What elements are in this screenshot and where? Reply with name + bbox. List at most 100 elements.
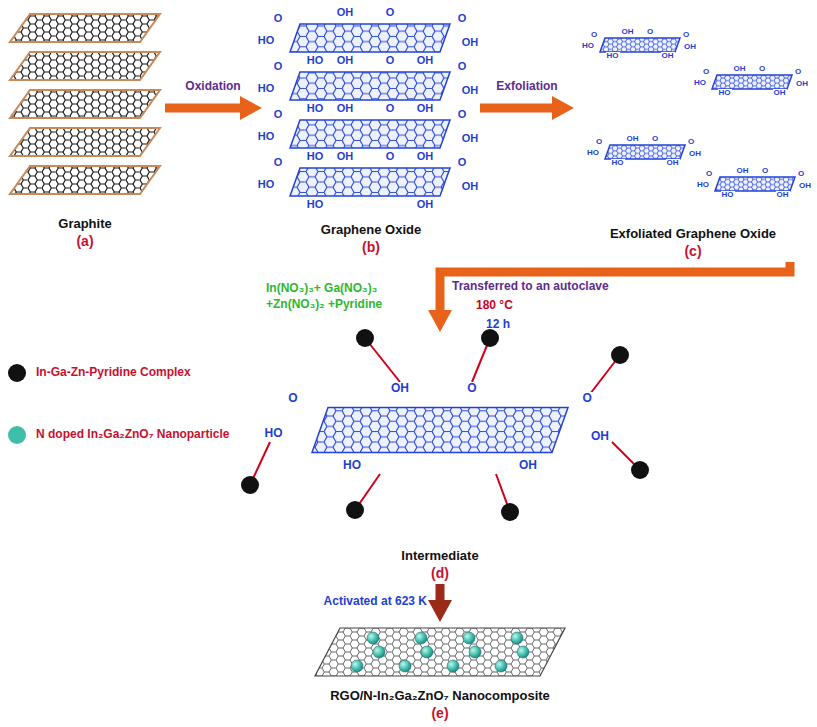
complex-dot xyxy=(241,476,259,494)
rgo-sheet xyxy=(315,628,565,676)
stage-letter: (e) xyxy=(431,705,448,723)
functional-group: OH xyxy=(416,55,435,66)
complex-dot xyxy=(481,329,499,347)
stage-letter: (a) xyxy=(76,233,93,251)
functional-group: O xyxy=(797,170,805,178)
nanoparticle xyxy=(495,660,507,672)
functional-group: OH xyxy=(461,85,480,96)
graphite-sheet xyxy=(10,166,160,194)
stage-letter: (b) xyxy=(362,239,380,257)
legend-entry: N doped In₂Ga₂ZnO₇ Nanoparticle xyxy=(8,426,241,444)
functional-group: HO xyxy=(611,159,625,167)
graphene-oxide-sheet xyxy=(290,24,450,52)
functional-group: O xyxy=(646,28,654,36)
functional-group: HO xyxy=(586,149,600,157)
functional-group: O xyxy=(651,135,659,143)
stage-panel: Intermediate(d) xyxy=(265,332,615,584)
hexagon-lattice xyxy=(600,38,680,52)
stage-name: Graphene Oxide xyxy=(321,222,421,238)
functional-group: OH xyxy=(390,382,410,394)
graphite-sheet xyxy=(10,90,160,118)
functional-group: O xyxy=(457,157,468,168)
functional-group: OH xyxy=(336,151,355,162)
functional-group: OH xyxy=(518,459,538,471)
functional-group: HO xyxy=(306,103,325,114)
nanoparticle xyxy=(463,632,475,644)
functional-group: OH xyxy=(621,28,635,36)
complex-dot xyxy=(356,329,374,347)
process-arrow xyxy=(480,104,552,113)
stage-panel: RGO/N-In₂Ga₂ZnO₇ Nanocomposite(e) xyxy=(310,622,570,724)
arrow-label: Activated at 623 K xyxy=(262,594,427,610)
functional-group: O xyxy=(466,382,477,394)
functional-group: O xyxy=(457,61,468,72)
functional-group: OH xyxy=(590,430,610,442)
graphene-oxide-sheet xyxy=(712,75,792,89)
complex-dot xyxy=(501,503,519,521)
arrow-label: In(NO₃)₃+ Ga(NO₃)₃ +Zn(NO₃)₂ +Pyridine xyxy=(266,281,428,312)
complex-dot xyxy=(631,461,649,479)
graphene-oxide-sheet xyxy=(290,72,450,100)
functional-group: OH xyxy=(336,7,355,18)
functional-group: OH xyxy=(661,52,675,60)
complex-dot xyxy=(346,501,364,519)
functional-group: O xyxy=(582,392,593,404)
complex-dot xyxy=(611,346,629,364)
nanoparticle xyxy=(421,646,433,658)
hexagon-lattice xyxy=(605,145,685,159)
legend-label: N doped In₂Ga₂ZnO₇ Nanoparticle xyxy=(36,427,241,443)
functional-group: O xyxy=(761,167,769,175)
functional-group: HO xyxy=(306,199,325,210)
functional-group: O xyxy=(385,151,396,162)
functional-group: O xyxy=(595,138,603,146)
nanoparticle xyxy=(399,660,411,672)
graphite-sheet xyxy=(10,52,160,80)
functional-group: HO xyxy=(718,89,732,97)
nanoparticle xyxy=(447,660,459,672)
process-note: Transferred to an autoclave xyxy=(452,279,609,295)
legend-swatch xyxy=(8,426,26,444)
nanoparticle xyxy=(351,660,363,672)
functional-group: HO xyxy=(306,55,325,66)
functional-group: O xyxy=(385,7,396,18)
hexagon-lattice xyxy=(715,177,795,191)
stage-letter: (c) xyxy=(684,243,701,261)
functional-group: OH xyxy=(683,43,697,51)
time-label: 12 h xyxy=(486,317,510,333)
graphene-oxide-sheet xyxy=(715,177,795,191)
graphene-oxide-sheet xyxy=(605,145,685,159)
graphene-oxide-sheet xyxy=(290,168,450,196)
functional-group: O xyxy=(273,61,284,72)
hexagon-lattice xyxy=(290,168,450,196)
hexagon-lattice xyxy=(290,120,450,148)
functional-group: OH xyxy=(733,65,747,73)
arrow-label: Oxidation xyxy=(168,79,258,95)
functional-group: HO xyxy=(257,35,276,46)
functional-group: HO xyxy=(306,151,325,162)
nanoparticle xyxy=(517,646,529,658)
functional-group: OH xyxy=(773,89,787,97)
functional-group: O xyxy=(590,31,598,39)
functional-group: OH xyxy=(666,159,680,167)
functional-group: HO xyxy=(721,191,735,199)
functional-group: OH xyxy=(416,151,435,162)
functional-group: OH xyxy=(461,181,480,192)
stage-panel: Graphene Oxide(b) xyxy=(262,8,480,258)
functional-group: OH xyxy=(626,135,640,143)
functional-group: HO xyxy=(257,131,276,142)
functional-group: HO xyxy=(693,79,707,87)
stage-name: Intermediate xyxy=(401,548,478,564)
hexagon-lattice xyxy=(712,75,792,89)
stage-name: Graphite xyxy=(58,216,111,232)
stage-name: Exfoliated Graphene Oxide xyxy=(610,226,776,242)
functional-group: O xyxy=(687,138,695,146)
functional-group: O xyxy=(385,55,396,66)
functional-group: HO xyxy=(264,427,284,439)
graphene-oxide-sheet xyxy=(600,38,680,52)
functional-group: O xyxy=(758,65,766,73)
legend-swatch xyxy=(8,364,26,382)
functional-group: O xyxy=(273,13,284,24)
process-arrow xyxy=(165,104,240,113)
